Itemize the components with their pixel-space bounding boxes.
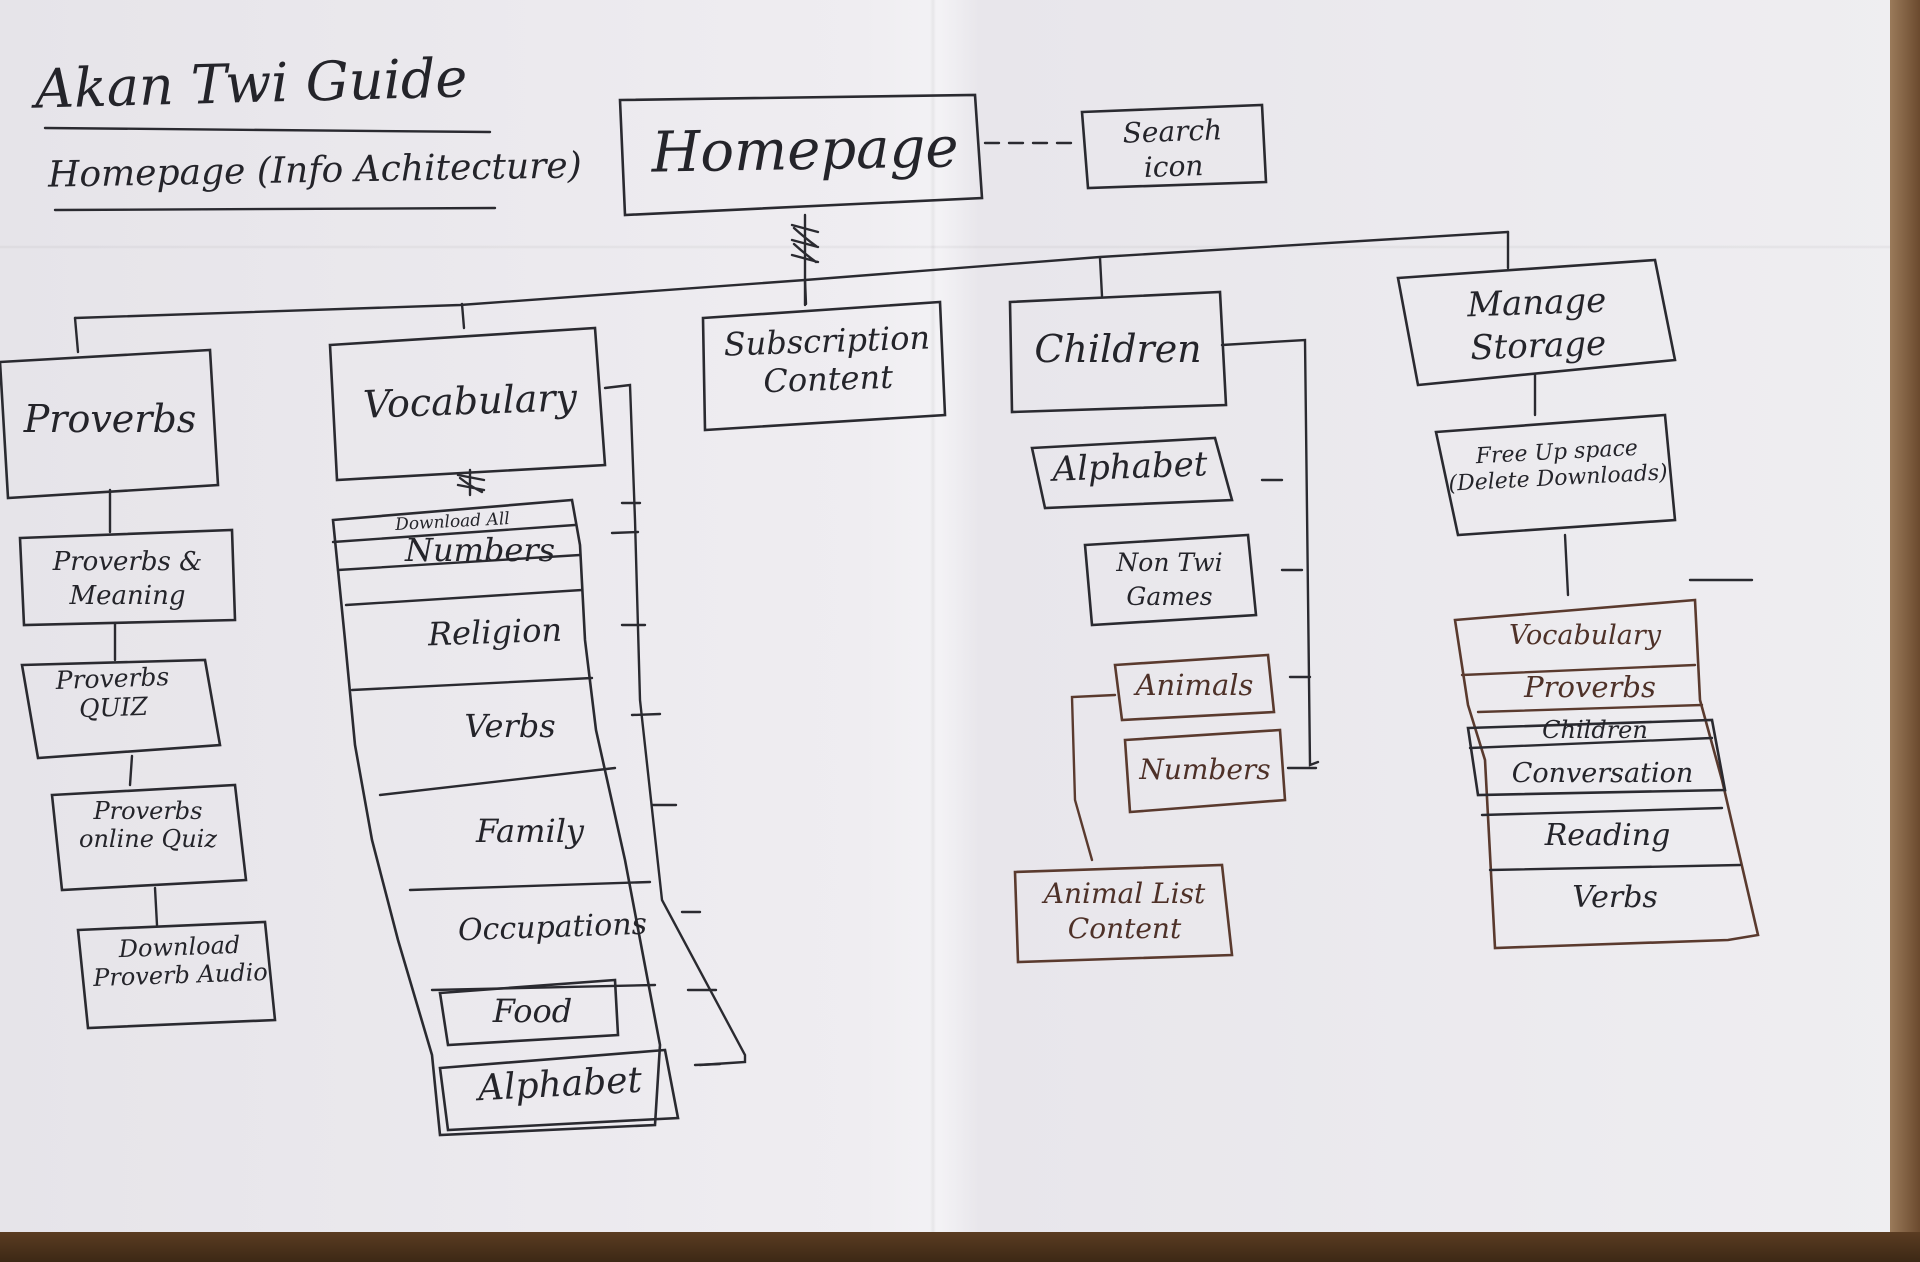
bus-to-proverbs (73, 316, 80, 354)
vocab-food-box (438, 978, 620, 1047)
proverbs-quiz-label: Proverbs QUIZ (55, 662, 170, 723)
children-item-numbers: Numbers (1139, 753, 1271, 786)
children-label: Children (1034, 327, 1202, 371)
children-box (1008, 290, 1228, 414)
vocab-row-3 (350, 676, 594, 692)
vocab-tick-8 (693, 1062, 722, 1067)
vocab-item-occupations: Occupations (457, 906, 648, 949)
storage-item-conversation: Conversation (1511, 758, 1694, 789)
storage-children-box (1466, 718, 1727, 797)
storage-row-3 (1468, 736, 1714, 750)
animals-to-list-link (1070, 693, 1117, 862)
proverbs-online-quiz-label: Proverbs online Quiz (79, 797, 217, 853)
storage-list-outline (1453, 598, 1760, 950)
children-item-animals: Animals (1135, 668, 1254, 702)
bus-to-subscription (803, 278, 808, 306)
vocab-row-4 (378, 766, 617, 797)
vocab-tick-4 (630, 712, 662, 717)
homepage-label: Homepage (650, 115, 960, 186)
proverbs-label: Proverbs (23, 397, 197, 441)
storage-item-verbs: Verbs (1572, 880, 1658, 915)
proverbs-link-4 (153, 886, 159, 927)
vocabulary-list-outline (331, 498, 662, 1137)
storage-row-1 (1460, 663, 1697, 677)
children-bracket (1220, 338, 1320, 767)
subscription-label: Subscription Content (723, 318, 931, 401)
bus-to-vocabulary (460, 302, 466, 330)
storage-item-reading: Reading (1544, 818, 1671, 853)
children-item-games: Non Twi Games (1116, 548, 1223, 611)
free-up-space-box (1434, 413, 1677, 537)
vocab-row-download (331, 523, 577, 544)
vocabulary-bracket (603, 383, 747, 1067)
children-item-alphabet: Alphabet (1051, 444, 1209, 490)
storage-row-4 (1480, 806, 1724, 817)
search-icon-label: Search icon (1122, 113, 1223, 185)
storage-row-5 (1488, 863, 1742, 872)
homepage-box (618, 93, 984, 217)
vocab-row-6 (430, 983, 657, 992)
storage-row-2 (1476, 703, 1704, 714)
title-underline (43, 126, 492, 134)
desk-surface-right (1890, 0, 1920, 1262)
subscription-box (701, 300, 947, 432)
storage-item-vocabulary: Vocabulary (1508, 620, 1662, 651)
vocabulary-label: Vocabulary (362, 375, 578, 427)
vocab-row-1 (336, 553, 582, 572)
vocab-tick-2 (610, 530, 640, 535)
vocab-item-numbers: Numbers (404, 531, 556, 569)
branch-bus (73, 230, 1510, 320)
subtitle-underline (53, 206, 497, 212)
storage-item-children: Children (1542, 716, 1648, 744)
proverbs-online-quiz-box (50, 783, 248, 892)
search-icon-box (1080, 103, 1268, 190)
proverbs-box (0, 348, 220, 500)
proverbs-download-label: Download Proverb Audio (92, 930, 269, 992)
diagram-title: Akan Twi Guide (34, 46, 469, 121)
desk-surface-bottom (0, 1232, 1920, 1262)
vocab-alphabet-box (438, 1048, 680, 1132)
vocab-item-verbs: Verbs (464, 707, 556, 745)
proverbs-meaning-box (18, 528, 237, 627)
vocab-item-family: Family (476, 812, 584, 850)
proverbs-download-box (76, 920, 277, 1030)
vocab-item-food: Food (492, 992, 573, 1030)
storage-box (1396, 258, 1677, 387)
vocab-row-2 (344, 588, 584, 607)
children-alphabet-box (1030, 436, 1234, 510)
vocabulary-many-marker (456, 473, 486, 494)
free-up-link (1563, 533, 1570, 597)
animal-list-label: Animal List Content (1043, 877, 1206, 945)
children-games-box (1083, 533, 1258, 627)
vocabulary-box (328, 326, 607, 482)
vocab-row-5 (408, 880, 652, 892)
proverbs-quiz-box (20, 658, 222, 760)
paper-fold-vertical (930, 0, 936, 1262)
bus-to-children (1098, 256, 1104, 298)
proverbs-meaning-label: Proverbs & Meaning (52, 547, 203, 611)
homepage-many-marker (790, 223, 820, 264)
paper-fold-horizontal (0, 245, 1920, 249)
children-numbers-box (1123, 728, 1287, 814)
storage-label: Manage Storage (1466, 280, 1607, 368)
storage-item-proverbs: Proverbs (1524, 670, 1656, 704)
children-animals-box (1113, 653, 1276, 722)
animal-list-box (1013, 863, 1234, 964)
proverbs-link-3 (128, 754, 134, 787)
